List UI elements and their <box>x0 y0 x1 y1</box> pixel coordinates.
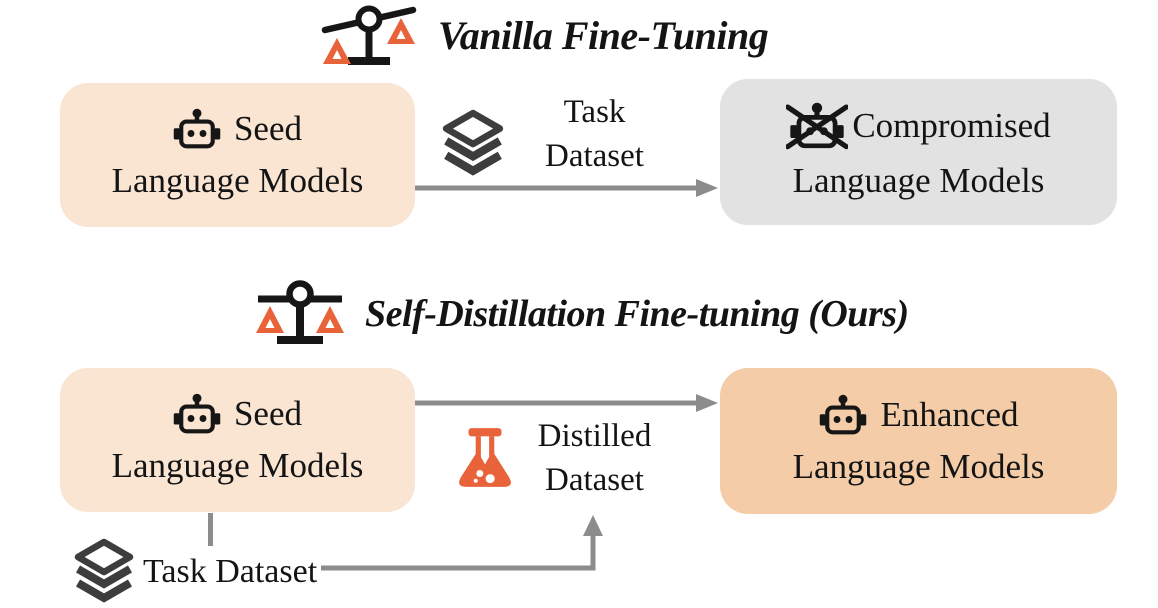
layers-icon <box>72 538 136 604</box>
compromised-box-line2: Language Models <box>792 161 1045 200</box>
balanced-scale-icon <box>250 278 350 350</box>
crossed-robot-icon <box>786 97 849 155</box>
enhanced-models-box: Enhanced Language Models <box>720 368 1117 514</box>
seed-box2-line1: Seed <box>233 394 303 433</box>
task-dataset-label-vanilla: Task Dataset <box>545 94 644 174</box>
arrow-task-dataset-to-distilled <box>320 508 612 574</box>
flask-icon <box>452 424 518 492</box>
enhanced-box-line1: Enhanced <box>880 395 1019 434</box>
task-dataset-label-sdft: Task Dataset <box>143 553 318 590</box>
sdft-title-row: Self-Distillation Fine-tuning (Ours) <box>250 276 909 352</box>
sdft-title: Self-Distillation Fine-tuning (Ours) <box>365 293 909 335</box>
layers-icon <box>440 109 506 177</box>
seed-models-box-sdft: Seed Language Models <box>60 368 415 512</box>
enhanced-box-line2: Language Models <box>792 447 1045 486</box>
seed-box-line2: Language Models <box>111 161 364 200</box>
vanilla-title-row: Vanilla Fine-Tuning <box>318 2 769 68</box>
seed-box-line1: Seed <box>233 109 303 148</box>
vanilla-title: Vanilla Fine-Tuning <box>438 12 769 58</box>
seed-models-box-vanilla: Seed Language Models <box>60 83 415 227</box>
distilled-dataset-label: Distilled Dataset <box>537 418 652 498</box>
robot-icon <box>173 108 221 150</box>
arrow-seed-to-enhanced <box>415 391 718 415</box>
unbalanced-scale-icon <box>318 2 420 68</box>
connector-seed-to-task-dataset <box>208 513 213 546</box>
compromised-models-box: Compromised Language Models <box>720 79 1117 225</box>
arrow-seed-to-compromised <box>415 176 718 200</box>
robot-icon <box>819 394 867 436</box>
robot-icon <box>173 393 221 435</box>
seed-box2-line2: Language Models <box>111 446 364 485</box>
compromised-box-line1: Compromised <box>852 106 1051 145</box>
